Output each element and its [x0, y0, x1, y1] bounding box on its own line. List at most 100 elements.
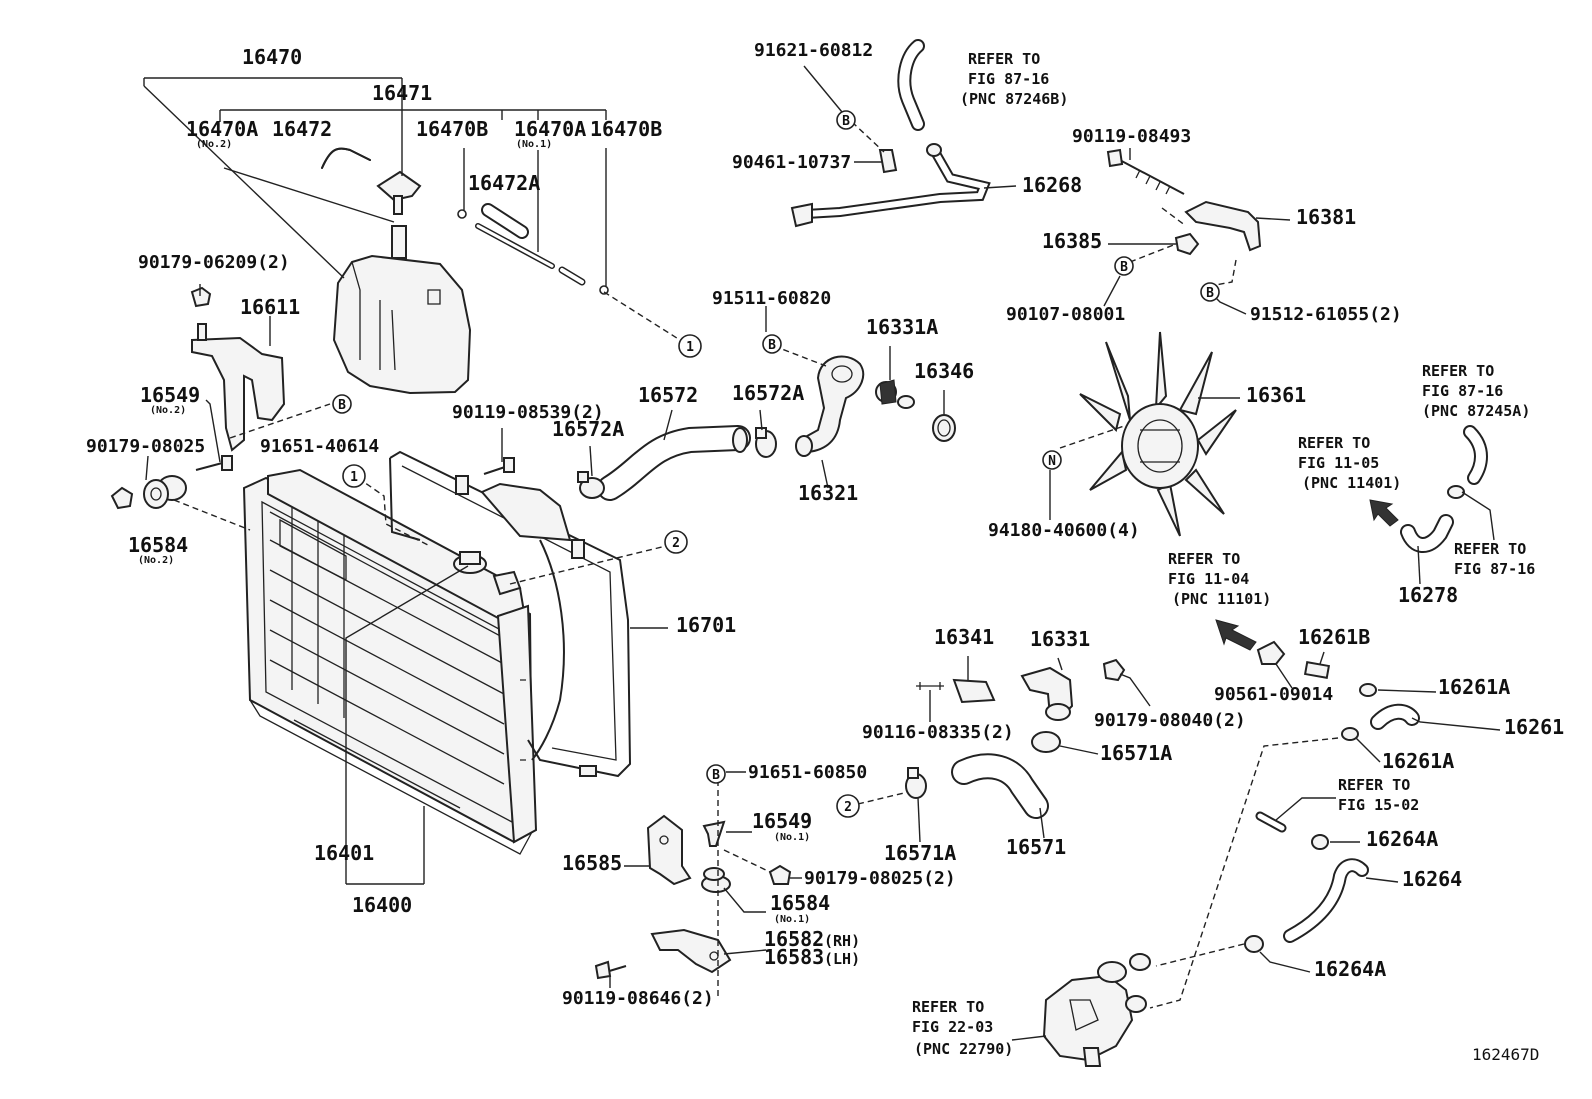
clamp-16571A-a-drawing [1031, 731, 1061, 753]
svg-text:(PNC 87245A): (PNC 87245A) [1422, 402, 1530, 420]
reservoir-cap-drawing [376, 170, 422, 215]
nut-16385-drawing [1174, 232, 1200, 256]
label-no2-c: (No.2) [138, 555, 174, 566]
svg-text:FIG 87-16: FIG 87-16 [1454, 560, 1535, 578]
label-16261A-b: 16261A [1382, 749, 1454, 773]
clip-16470B-b [599, 285, 609, 295]
clamp-16261A-a-drawing [1359, 683, 1377, 697]
reservoir-tank-drawing [332, 225, 472, 395]
circle-marker-2-a-label: 2 [672, 536, 680, 551]
nut-90179-08040-drawing [1102, 658, 1126, 682]
clamp-16572A-a-drawing [577, 471, 605, 499]
circle-marker-1-a: 1 [678, 334, 702, 358]
refer-to-fig-15-02: REFER TO FIG 15-02 [1338, 776, 1419, 814]
thermostat-16331A-drawing [875, 379, 915, 409]
label-16583: 16583 [764, 945, 824, 969]
label-90119-08539: 90119-08539(2) [452, 402, 604, 423]
lower-hose-16571-drawing [951, 753, 1049, 819]
label-91651-40614: 91651-40614 [260, 436, 379, 457]
label-16400: 16400 [352, 893, 412, 917]
svg-text:FIG 22-03: FIG 22-03 [912, 1018, 993, 1036]
label-90461-10737: 90461-10737 [732, 152, 851, 173]
bolt-16549-no1-drawing [702, 820, 726, 847]
label-91621-60812: 91621-60812 [754, 40, 873, 61]
label-16701: 16701 [676, 613, 736, 637]
label-16472: 16472 [272, 117, 332, 141]
bolt-90119-08646-drawing [594, 960, 627, 980]
svg-text:B: B [768, 338, 776, 353]
water-inlet-16331-drawing [1020, 666, 1074, 721]
svg-text:REFER TO: REFER TO [912, 998, 984, 1016]
label-16549-no1: 16549 [752, 809, 812, 833]
hose-16264-drawing [1283, 858, 1369, 943]
refer-to-fig-11-04: REFER TO FIG 11-04 (PNC 11101) [1168, 550, 1271, 608]
bolt-marker-b-91512: B [1200, 282, 1220, 302]
label-90561-09014: 90561-09014 [1214, 684, 1333, 705]
water-housing-fig-22-03-drawing [1042, 953, 1151, 1067]
dashed-assembly-lines [173, 121, 1339, 1009]
label-16470: 16470 [242, 45, 302, 69]
svg-text:B: B [1206, 286, 1214, 301]
label-94180-40600: 94180-40600(4) [988, 520, 1140, 541]
label-16331: 16331 [1030, 627, 1090, 651]
leader-lines [143, 65, 1501, 1041]
gasket-16341-drawing [952, 678, 996, 704]
label-no2-b: (No.2) [150, 405, 186, 416]
arrow-to-fig-11-04-icon [1215, 619, 1257, 651]
label-16381: 16381 [1296, 205, 1356, 229]
label-16264A-a: 16264A [1366, 827, 1438, 851]
label-16470A-no1: 16470A [514, 117, 586, 141]
label-16264: 16264 [1402, 867, 1462, 891]
label-16261B: 16261B [1298, 625, 1370, 649]
label-16584-no2: 16584 [128, 533, 188, 557]
label-16261: 16261 [1504, 715, 1564, 739]
stud-90116-08335-drawing [916, 682, 944, 690]
svg-text:REFER TO: REFER TO [1338, 776, 1410, 794]
label-16346: 16346 [914, 359, 974, 383]
label-16268: 16268 [1022, 173, 1082, 197]
label-90179-08025-lower: 90179-08025(2) [804, 868, 956, 889]
label-16470A-no2: 16470A [186, 117, 258, 141]
gasket-16346-inner [937, 419, 951, 437]
label-90119-08493: 90119-08493 [1072, 126, 1191, 147]
circle-marker-1-b-label: 1 [350, 470, 358, 485]
figure-id: 162467D [1472, 1045, 1539, 1064]
label-16571A-a: 16571A [1100, 741, 1172, 765]
clip-90461-10737-drawing [878, 149, 898, 174]
label-16582: 16582 [764, 927, 824, 951]
svg-text:FIG 15-02: FIG 15-02 [1338, 796, 1419, 814]
bolt-marker-b-91651-40614: B [332, 394, 352, 414]
part-labels: 16470 16471 16470A (No.2) 16472 16470B 1… [86, 40, 1564, 1009]
label-91651-60850: 91651-60850 [748, 762, 867, 783]
svg-text:FIG 11-05: FIG 11-05 [1298, 454, 1379, 472]
label-16470B-b: 16470B [590, 117, 662, 141]
label-16341: 16341 [934, 625, 994, 649]
reservoir-hose-16472-drawing [321, 147, 371, 169]
radiator-assembly-drawing [242, 468, 538, 855]
hose-16268-drawing [790, 39, 991, 228]
label-no1-c: (No.1) [774, 914, 810, 925]
refer-to-fig-87-16-pnc-87246b: REFER TO FIG 87-16 (PNC 87246B) [960, 50, 1068, 108]
gasket-16346-drawing [932, 414, 956, 442]
reservoir-hose-16472-inner [321, 147, 371, 169]
label-16471: 16471 [372, 81, 432, 105]
clamp-16261A-b-drawing [1341, 727, 1359, 741]
bolt-marker-b-91621: B [836, 110, 856, 130]
label-16572A-a: 16572A [552, 417, 624, 441]
label-16385: 16385 [1042, 229, 1102, 253]
bolt-16549-no2-drawing [195, 455, 233, 471]
svg-text:REFER TO: REFER TO [968, 50, 1040, 68]
bolt-marker-b-90107: B [1114, 256, 1134, 276]
label-16361: 16361 [1246, 383, 1306, 407]
svg-text:B: B [842, 114, 850, 129]
label-16571A-b: 16571A [884, 841, 956, 865]
label-90179-08025-left: 90179-08025 [86, 436, 205, 457]
label-91512-61055: 91512-61055(2) [1250, 304, 1402, 325]
svg-text:(PNC 11401): (PNC 11401) [1302, 474, 1401, 492]
circle-marker-2-b-label: 2 [844, 800, 852, 815]
arrow-to-fig-11-05-icon [1369, 499, 1399, 527]
circle-marker-2-b: 2 [836, 794, 860, 818]
nut-90179-08025-left-drawing [110, 486, 134, 510]
label-90119-08646: 90119-08646(2) [562, 988, 714, 1009]
